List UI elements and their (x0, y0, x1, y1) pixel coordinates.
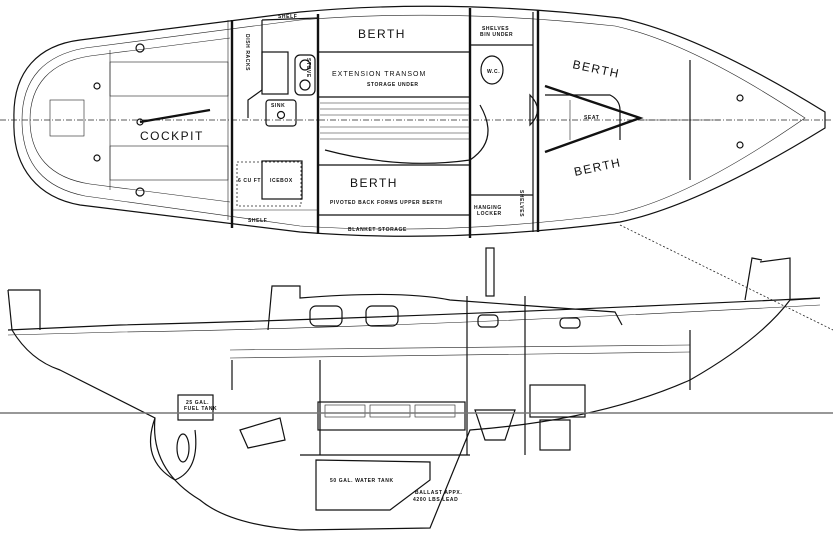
label-storage-under: STORAGE UNDER (367, 82, 419, 88)
settee-drawer (414, 404, 456, 418)
galley-cabinet (261, 51, 289, 95)
cleat (135, 43, 145, 53)
stern-pulpit (8, 257, 791, 330)
label-dish-racks: DISH RACKS (244, 34, 250, 71)
winch (93, 154, 101, 162)
settee-drawer (369, 404, 411, 418)
label-extension-transom: EXTENSION TRANSOM (332, 71, 426, 78)
cockpit-seat-port (109, 61, 229, 97)
label-fuel-tank-size: 25 GAL. (186, 400, 209, 406)
label-locker: LOCKER (477, 211, 502, 217)
label-seat: SEAT (584, 115, 599, 121)
porthole (365, 305, 399, 327)
rudder (149, 417, 197, 481)
construction-line (619, 224, 833, 331)
label-icebox: ICEBOX (270, 178, 293, 184)
stove-burner (299, 79, 311, 91)
deck-edge-lines (29, 37, 231, 203)
sink (265, 99, 297, 127)
label-cockpit: COCKPIT (140, 129, 204, 143)
label-shelf-bottom: SHELF (248, 218, 267, 224)
v-berth-outline (544, 84, 644, 154)
label-ballast: BALLAST APPX. (415, 490, 462, 496)
label-berth-fwd-top: BERTH (571, 57, 621, 81)
toilet (480, 55, 504, 85)
v-berth-cushion (545, 94, 621, 140)
fuel-tank (177, 394, 214, 421)
icebox (261, 160, 303, 200)
label-fuel-tank: FUEL TANK (184, 406, 217, 412)
label-berth-bottom: BERTH (350, 176, 398, 190)
washbasin (529, 93, 539, 127)
water-tank (315, 459, 431, 511)
stove-burner (299, 59, 311, 71)
label-shelf-top: SHELF (278, 14, 297, 20)
label-shelves: SHELVES (482, 26, 509, 32)
label-blanket-storage: BLANKET STORAGE (348, 227, 407, 233)
porthole (477, 314, 499, 328)
label-berth-fwd-bottom: BERTH (573, 155, 623, 179)
icebox-outline (236, 161, 302, 207)
bow-cleat (736, 94, 744, 102)
porthole (559, 317, 581, 329)
porthole (309, 305, 343, 327)
plan-view: COCKPIT DISH RACKS SHELF STOVE SINK BERT… (0, 5, 833, 238)
label-sink: SINK (271, 103, 285, 109)
tiller (139, 108, 211, 124)
cockpit-seat-starboard (109, 145, 229, 181)
label-water-tank: 50 GAL. WATER TANK (330, 478, 394, 484)
shelf-line (229, 344, 691, 351)
winch (93, 82, 101, 90)
toilet-profile (474, 409, 516, 441)
profile-view: 25 GAL. FUEL TANK 50 GAL. WATER TANK BAL… (0, 224, 833, 531)
cleat (135, 187, 145, 197)
shelf-line (229, 351, 691, 359)
label-shelves-vertical: SHELVES (518, 190, 524, 217)
rub-rail (7, 304, 821, 336)
bow-cleat (736, 141, 744, 149)
sink-drain (276, 110, 286, 120)
settee-drawer (324, 404, 366, 418)
label-hanging: HANGING (474, 205, 502, 211)
settee (317, 401, 466, 431)
table-swing-arc (324, 104, 489, 164)
forward-locker-lower (539, 419, 571, 451)
propeller (176, 433, 190, 463)
cabin-sole-planking (320, 102, 470, 140)
label-wc: W.C. (487, 69, 500, 75)
plan-inner-hull-line (21, 14, 806, 230)
sheerline (7, 297, 821, 331)
cabin-trunk (267, 285, 623, 331)
mast (485, 247, 495, 297)
transom-hatch (49, 99, 85, 137)
bow-pulpit (744, 257, 763, 301)
label-pivoted-back: PIVOTED BACK FORMS UPPER BERTH (330, 200, 442, 206)
label-berth-top: BERTH (358, 27, 406, 41)
profile-hull-outline (7, 289, 821, 531)
engine (239, 417, 286, 449)
rudder-post (136, 118, 144, 126)
stove (294, 54, 316, 96)
label-icebox-size: 6 CU FT (238, 178, 261, 184)
label-ballast-weight: 4200 LBS LEAD (413, 497, 458, 503)
label-bin-under: BIN UNDER (480, 32, 513, 38)
label-stove: STOVE (305, 58, 311, 78)
forward-locker (529, 384, 586, 418)
